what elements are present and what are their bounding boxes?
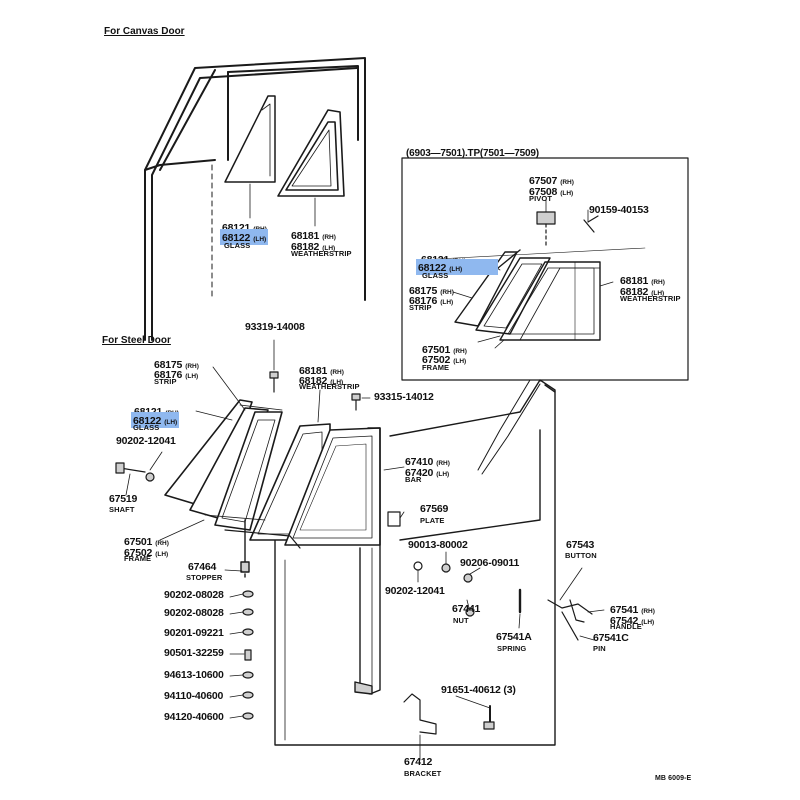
stopper-name: STOPPER [186,573,223,582]
washer-2: 90202-08028 [164,607,224,619]
washer-6: 94110-40600 [164,690,224,702]
steel-strip-rh: 68175(RH) [154,359,199,371]
steel-glass-stack [164,399,381,549]
inset-frame-rh: 67501(RH) [422,344,467,356]
bolt-top: 93319-14008 [245,321,305,333]
inset-strip-lh: 68176(LH) [409,295,454,307]
steel-door-heading: For Steel Door [102,335,171,346]
bracket-name: BRACKET [404,769,442,778]
plate-name: PLATE [420,516,445,525]
handle-rh: 67541(RH) [610,604,655,616]
inset-pivot-name: PIVOT [529,194,553,203]
canvas-door-frame [144,57,366,341]
inset-pivot [536,211,599,249]
plate-number: 67569 [420,503,449,515]
handle-lh: 67542(LH) [610,615,655,627]
inset-strip-rh: 68175(RH) [409,285,454,297]
inset-glass-lh: 68122(LH) [416,259,498,275]
steel-frame-lh: 67502(LH) [124,547,169,559]
steel-frame-name: FRAME [124,554,152,563]
shaft-name: SHAFT [109,505,135,514]
inset-ws-rh: 68181(RH) [620,275,665,287]
canvas-weatherstrip [277,109,345,197]
part-90206: 90206-09011 [460,557,520,569]
canvas-ws-name: WEATHERSTRIP [291,249,352,258]
stopper-number: 67464 [188,561,217,573]
pin-number: 67541C [593,632,629,644]
screw-right: 93315-14012 [374,391,434,403]
handle-name: HANDLE [610,622,642,631]
part-90013: 90013-80002 [408,539,468,551]
pin-name: PIN [593,644,606,653]
steel-ws-name: WEATHERSTRIP [299,382,360,391]
canvas-glass-name: GLASS [224,241,251,250]
inset-strip-name: STRIP [409,303,432,312]
steel-strip-name: STRIP [154,377,177,386]
steel-glass-name: GLASS [133,423,160,432]
inset-frame-name: FRAME [422,363,450,372]
button-name: BUTTON [565,551,597,560]
inset-glass-parts [417,247,646,341]
washer-3: 90201-09221 [164,627,224,639]
inset-heading: (6903—7501).TP(7501—7509) [406,148,539,159]
screw-bottom: 91651-40612 (3) [441,684,516,696]
inset-pivot-lh: 67508(LH) [529,186,574,198]
stopper-rod [240,519,250,581]
figure-code: MB 6009-E [655,775,692,782]
spring-name: SPRING [497,644,527,653]
nut-shaft: 90202-12041 [116,435,176,447]
steel-ws-rh: 68181(RH) [299,365,344,377]
canvas-glass-lh: 68122(LH) [220,229,269,245]
steel-frame-rh: 67501(RH) [124,536,169,548]
inset-pivot-rh: 67507(RH) [529,175,574,187]
washer-5: 94613-10600 [164,669,224,681]
inset-glass-name: GLASS [422,271,449,280]
nut-name: NUT [453,616,469,625]
canvas-ws-lh: 68182(LH) [291,241,336,253]
steel-bar [354,427,381,695]
part-90202b: 90202-12041 [385,585,445,597]
washers [242,590,254,720]
washer-7: 94120-40600 [164,711,224,723]
spring-number: 67541A [496,631,532,643]
steel-strip-lh: 68176(LH) [154,369,199,381]
steel-glass-lh: 68122(LH) [131,412,180,428]
bar-lh: 67420(LH) [405,467,450,479]
canvas-ws-rh: 68181(RH) [291,230,336,242]
bar-name: BAR [405,475,422,484]
button-number: 67543 [566,539,595,551]
inset-box [401,157,689,381]
bracket-number: 67412 [404,756,433,768]
canvas-door-heading: For Canvas Door [104,26,185,37]
nut-number: 67441 [452,603,481,615]
shaft-number: 67519 [109,493,138,505]
inset-screw: 90159-40153 [589,204,649,216]
inset-ws-name: WEATHERSTRIP [620,294,681,303]
steel-door-panel [274,379,556,746]
steel-ws-lh: 68182(LH) [299,375,344,387]
washer-4: 90501-32259 [164,647,224,659]
washer-1: 90202-08028 [164,589,224,601]
plate-shape [387,511,401,527]
inset-frame-lh: 67502(LH) [422,354,467,366]
bar-rh: 67410(RH) [405,456,450,468]
inset-ws-lh: 68182(LH) [620,286,665,298]
canvas-glass [224,95,276,183]
